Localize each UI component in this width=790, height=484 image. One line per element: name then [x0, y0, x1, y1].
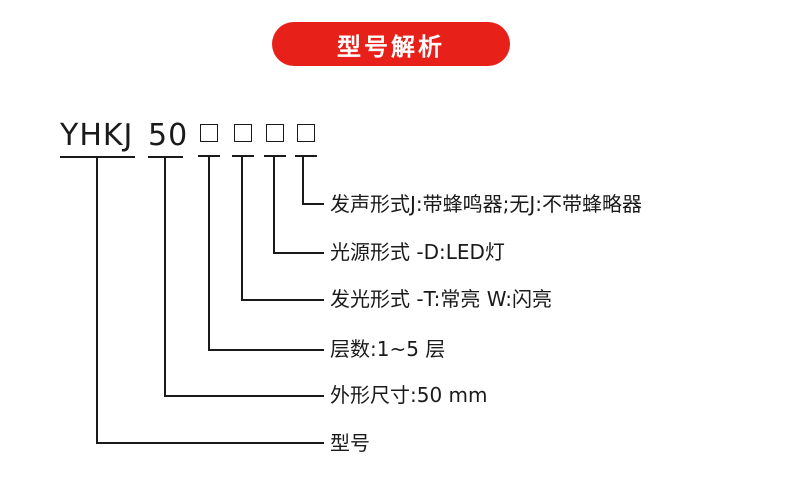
leader-horizontal-model — [96, 442, 324, 444]
leader-horizontal-light-mode — [241, 299, 324, 301]
code-size: 50 — [148, 116, 187, 158]
leader-horizontal-light-source — [273, 252, 324, 254]
label-light-source: 光源形式 -D:LED灯 — [330, 240, 505, 264]
label-layers: 层数:1~5 层 — [330, 337, 446, 361]
placeholder-box-light-source — [266, 124, 284, 142]
label-size: 外形尺寸:50 mm — [330, 383, 488, 407]
leader-vertical-light-source — [273, 157, 275, 253]
box-underline-layers — [198, 155, 220, 157]
label-model: 型号 — [330, 431, 370, 455]
label-light-mode: 发光形式 -T:常亮 W:闪亮 — [330, 287, 553, 311]
box-underline-sound — [295, 155, 317, 157]
title-banner: 型号解析 — [272, 22, 510, 66]
placeholder-box-sound — [297, 124, 315, 142]
box-underline-light-mode — [232, 155, 254, 157]
code-prefix: YHKJ — [60, 116, 135, 158]
leader-vertical-layers — [208, 157, 210, 349]
leader-vertical-model — [96, 157, 98, 443]
placeholder-box-light-mode — [234, 124, 252, 142]
leader-vertical-size — [164, 157, 166, 396]
leader-vertical-light-mode — [241, 157, 243, 299]
page-title: 型号解析 — [337, 32, 445, 61]
leader-horizontal-layers — [208, 349, 324, 351]
placeholder-box-layers — [200, 124, 218, 142]
label-sound-form: 发声形式J:带蜂鸣器;无J:不带蜂略器 — [330, 192, 643, 216]
leader-horizontal-sound — [302, 203, 324, 205]
leader-horizontal-size — [164, 395, 324, 397]
box-underline-light-source — [264, 155, 286, 157]
leader-vertical-sound — [302, 157, 304, 203]
